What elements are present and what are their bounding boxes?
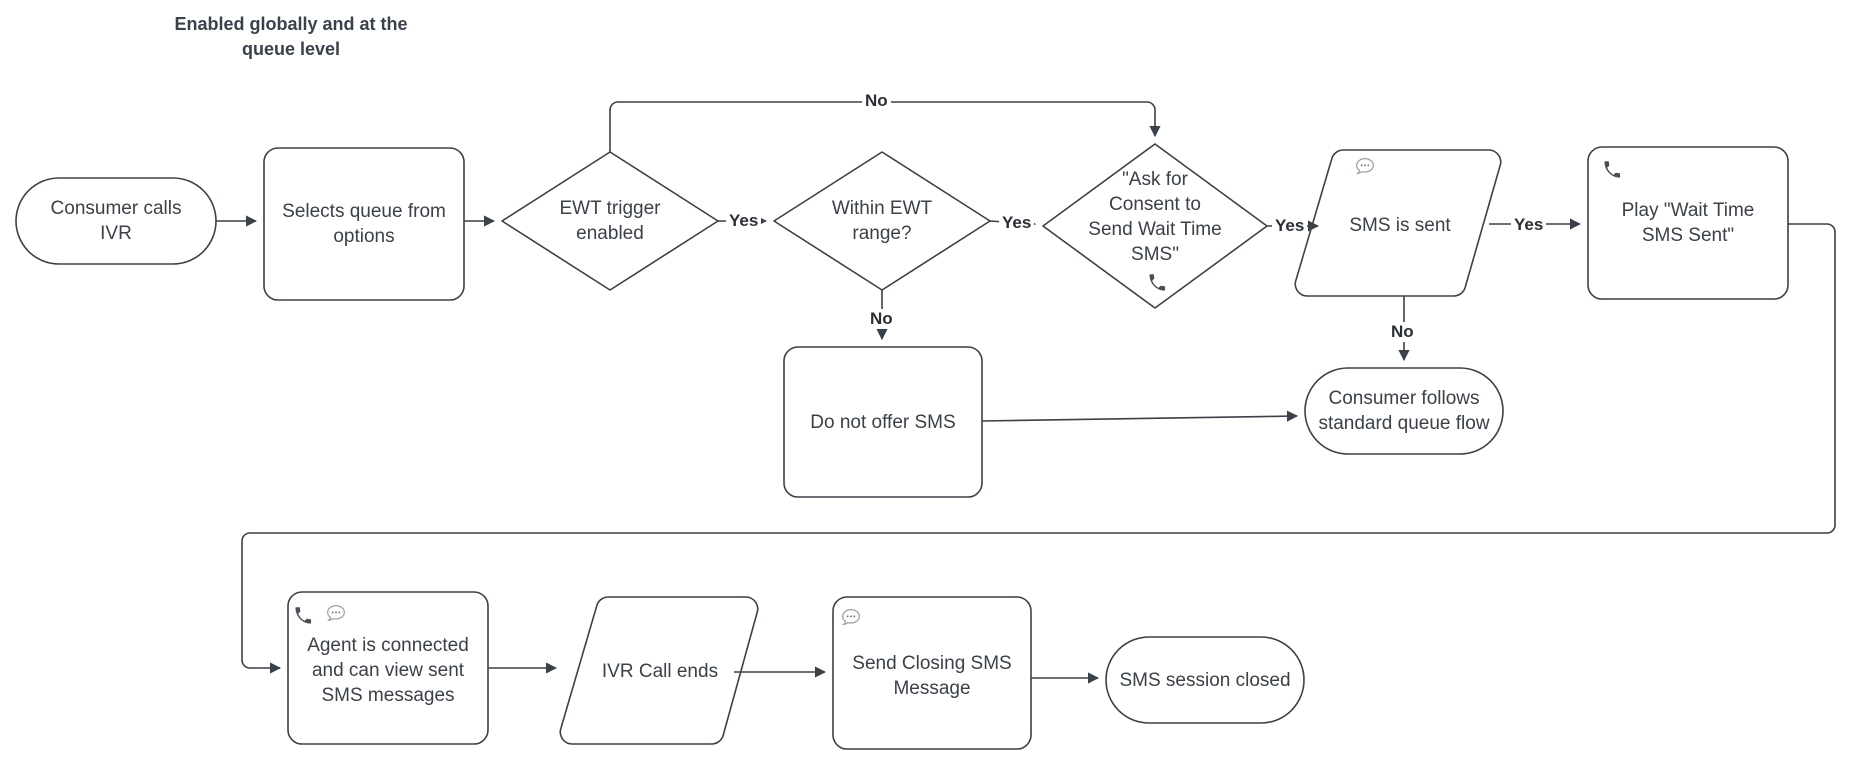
edge-label-ewt-trigger-yes: Yes <box>726 211 762 231</box>
node-shape-selects-queue <box>263 147 465 301</box>
node-label-sms-session-closed: SMS session closed <box>1119 669 1291 691</box>
node-shape-sms-is-sent <box>1294 149 1502 297</box>
node-shape-consumer-follows-queue <box>1304 367 1504 455</box>
node-label-do-not-offer-sms: Do not offer SMS <box>810 411 956 433</box>
node-label-within-ewt-range: Within EWT range? <box>831 198 933 244</box>
edge-label-within-range-yes: Yes <box>999 213 1035 233</box>
phone-icon-ask-for-consent <box>1148 274 1166 292</box>
node-shape-send-closing-sms <box>832 596 1032 750</box>
edge-label-consent-yes: Yes <box>1272 216 1308 236</box>
node-shape-sms-session-closed <box>1105 636 1305 724</box>
node-label-selects-queue: Selects queue from options <box>282 201 446 247</box>
node-label-consumer-follows-queue: Consumer follows standard queue flow <box>1318 388 1490 434</box>
node-label-send-closing-sms: Send Closing SMS Message <box>852 653 1012 699</box>
edge-label-sms-sent-yes: Yes <box>1511 215 1547 235</box>
phone-icon-play-wait-time-sms-sent <box>1603 161 1621 179</box>
phone-icon-agent-is-connected <box>294 607 312 625</box>
chat-bubble-icon-send-closing-sms <box>841 608 861 628</box>
node-shape-ewt-trigger-enabled <box>501 151 719 291</box>
node-label-ewt-trigger-enabled: EWT trigger enabled <box>559 198 661 244</box>
node-shape-within-ewt-range <box>773 151 991 291</box>
node-label-play-wait-time-sms-sent: Play "Wait Time SMS Sent" <box>1621 200 1755 246</box>
edge-label-within-range-no: No <box>867 309 896 329</box>
node-shape-do-not-offer-sms <box>783 346 983 498</box>
chat-bubble-icon-agent-is-connected <box>326 604 346 624</box>
chat-bubble-icon-sms-is-sent <box>1355 157 1375 177</box>
edge-label-sms-sent-no: No <box>1388 322 1417 342</box>
node-shape-play-wait-time-sms-sent <box>1587 146 1789 300</box>
edge-label-ewt-trigger-no: No <box>862 91 891 111</box>
node-label-consumer-calls-ivr: Consumer calls IVR <box>50 198 182 244</box>
diagram-title: Enabled globally and at the queue level <box>174 14 408 59</box>
node-label-ivr-call-ends: IVR Call ends <box>601 660 719 682</box>
node-shape-ivr-call-ends <box>559 596 759 745</box>
node-shape-ask-for-consent <box>1042 143 1268 309</box>
node-label-sms-is-sent: SMS is sent <box>1349 214 1451 236</box>
node-label-ask-for-consent: "Ask for Consent to Send Wait Time SMS" <box>1088 169 1222 265</box>
edge-dontoffer-to-queueflow <box>981 410 1299 422</box>
edge-play-to-agent <box>241 223 1836 674</box>
node-shape-agent-is-connected <box>287 591 489 745</box>
node-shape-consumer-calls-ivr <box>15 177 217 265</box>
node-label-agent-is-connected: Agent is connected and can view sent SMS… <box>307 634 469 706</box>
